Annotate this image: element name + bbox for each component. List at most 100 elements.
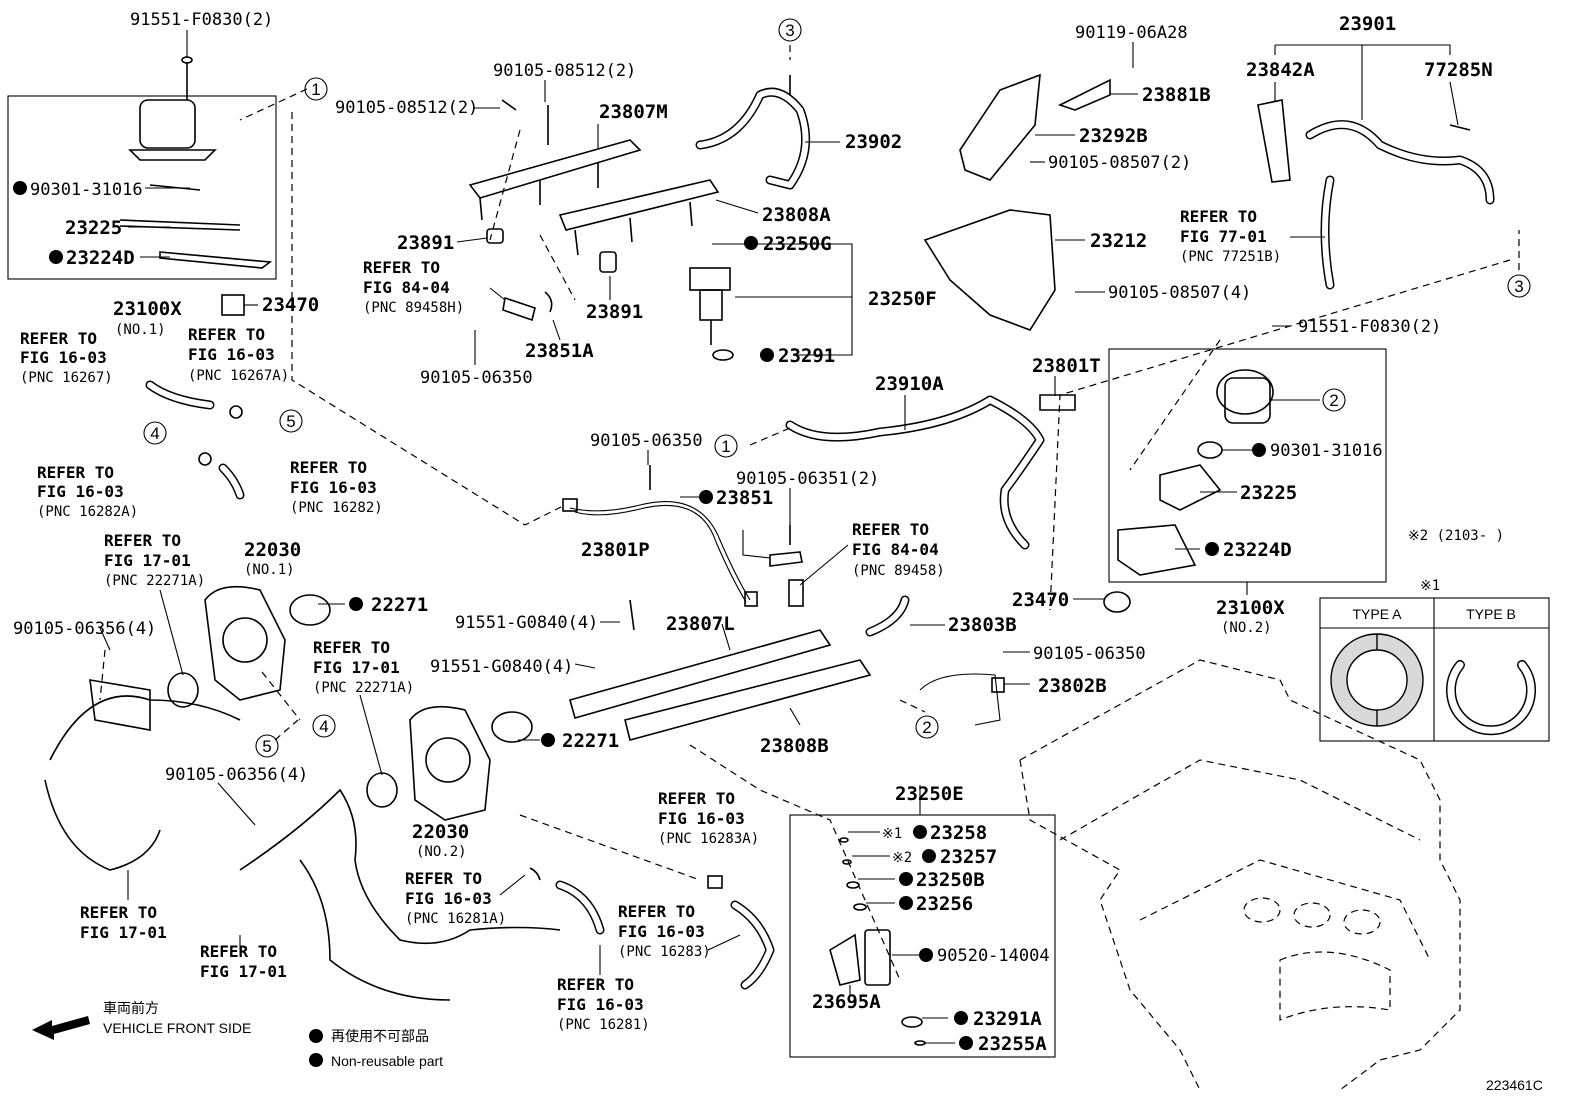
figure-id: 223461C [1486,1077,1543,1093]
svg-text:REFER TO: REFER TO [405,869,482,888]
note-x1-small: ※1 [882,826,902,842]
svg-text:REFER TO: REFER TO [1180,207,1257,226]
label-23901: 23901 [1339,13,1396,35]
box-23250e [789,814,1056,1058]
label-23807l: 23807L [666,613,735,635]
svg-text:(PNC 16281A): (PNC 16281A) [405,911,506,927]
label-23470-b: 23470 [1012,589,1069,611]
svg-text:REFER TO: REFER TO [80,903,157,922]
label-23851a: 23851A [525,340,594,362]
label-23910a: 23910A [875,373,944,395]
label-90105-06356-b: 90105-06356(4) [165,765,308,785]
label-23250g: 23250G [763,233,832,255]
label-90105-06356-a: 90105-06356(4) [13,619,156,639]
refer-16-03-16267: REFER TO FIG 16-03 (PNC 16267) [20,329,113,386]
svg-text:REFER TO: REFER TO [104,531,181,550]
svg-text:REFER TO: REFER TO [200,942,277,961]
svg-text:FIG 17-01: FIG 17-01 [200,962,287,981]
box-23100x-no1 [7,95,277,280]
engine-outline [1019,659,1461,1091]
svg-text:(PNC 16267): (PNC 16267) [20,370,113,386]
nonreuse-jp: 再使用不可部品 [331,1028,429,1044]
label-no1: (NO.1) [115,322,166,338]
refer-16-03-16281: REFER TO FIG 16-03 (PNC 16281) [557,975,650,1033]
injector-23250f [689,267,734,361]
label-23100x-no2: 23100X [1216,597,1285,619]
svg-text:FIG 17-01: FIG 17-01 [104,551,191,570]
label-23807m: 23807M [599,101,668,123]
svg-text:FIG 16-03: FIG 16-03 [405,889,492,908]
svg-text:(PNC 16281): (PNC 16281) [557,1017,650,1033]
refer-17-01-c: REFER TO FIG 17-01 [80,903,167,942]
svg-text:FIG 77-01: FIG 77-01 [1180,227,1267,246]
svg-text:REFER TO: REFER TO [658,789,735,808]
svg-text:2: 2 [922,718,931,737]
svg-text:REFER TO: REFER TO [37,463,114,482]
label-23100x-no1: 23100X [113,298,182,320]
callout-2-a: 2 [1322,388,1346,412]
refer-84-04-h: REFER TO FIG 84-04 (PNC 89458H) [363,258,464,316]
label-23801t: 23801T [1032,355,1101,377]
label-22030-no2: 22030 [412,821,469,843]
svg-text:REFER TO: REFER TO [313,638,390,657]
callout-3-a: 3 [778,18,802,42]
svg-text:REFER TO: REFER TO [188,325,265,344]
label-23801p: 23801P [581,539,650,561]
callout-1-a: 1 [304,77,328,101]
note-x2-2103: ※2 (2103- ) [1408,528,1504,544]
label-90105-08507-2: 90105-08507(2) [1048,153,1191,173]
svg-text:FIG 16-03: FIG 16-03 [37,482,124,501]
svg-text:(PNC 77251B): (PNC 77251B) [1180,249,1281,265]
label-23851: 23851 [716,487,773,509]
label-23258: 23258 [930,822,987,844]
label-23224d-b: 23224D [1223,539,1292,561]
label-91551-f0830-top: 91551-F0830(2) [130,10,273,30]
refer-16-03-16283a: REFER TO FIG 16-03 (PNC 16283A) [658,789,759,847]
label-23881b: 23881B [1142,84,1211,106]
label-90301-31016-b: 90301-31016 [1270,441,1383,461]
svg-text:5: 5 [286,412,295,431]
refer-16-03-16267a: REFER TO FIG 16-03 (PNC 16267A) [188,325,289,384]
svg-text:REFER TO: REFER TO [557,975,634,994]
label-23842a: 23842A [1246,59,1315,81]
refer-16-03-16283: REFER TO FIG 16-03 (PNC 16283) [618,902,711,960]
label-91551-g0840-b: 91551-G0840(4) [430,657,573,677]
vehicle-front-jp: 車両前方 [103,1000,159,1016]
svg-text:FIG 16-03: FIG 16-03 [290,478,377,497]
svg-text:FIG 16-03: FIG 16-03 [658,809,745,828]
callout-4-b: 4 [312,714,336,738]
svg-text:3: 3 [1514,277,1523,296]
svg-text:FIG 16-03: FIG 16-03 [20,348,107,367]
fuel-rail-23807l [569,599,872,741]
label-23212: 23212 [1090,230,1147,252]
label-23291: 23291 [778,345,835,367]
note-x2-small: ※2 [892,850,912,866]
svg-text:5: 5 [262,737,271,756]
label-23225-a: 23225 [65,217,122,239]
svg-text:1: 1 [311,80,320,99]
svg-text:FIG 84-04: FIG 84-04 [363,278,450,297]
label-23902: 23902 [845,131,902,153]
fuel-rail-23808a [558,179,720,256]
label-23808b: 23808B [760,735,829,757]
label-23891-a: 23891 [397,232,454,254]
label-91551-g0840-a: 91551-G0840(4) [455,613,598,633]
label-91551-f0830-right: 91551-F0830(2) [1298,317,1441,337]
svg-text:(PNC 16282): (PNC 16282) [290,500,383,516]
label-23225-b: 23225 [1240,482,1297,504]
refer-16-03-16282: REFER TO FIG 16-03 (PNC 16282) [290,458,383,516]
injector-set-23250e [829,837,926,1046]
label-90105-08512-a: 90105-08512(2) [493,61,636,81]
svg-text:FIG 16-03: FIG 16-03 [557,995,644,1014]
refer-17-01-b: REFER TO FIG 17-01 (PNC 22271A) [313,638,414,696]
label-90105-08512-b: 90105-08512(2) [335,98,478,118]
type-a-ring-icon [1330,633,1424,727]
refer-17-01-a: REFER TO FIG 17-01 (PNC 22271A) [104,531,205,589]
refer-77-01: REFER TO FIG 77-01 (PNC 77251B) [1180,207,1281,265]
svg-text:(PNC 16283): (PNC 16283) [618,944,711,960]
label-23803b: 23803B [948,614,1017,636]
label-90105-08507-4: 90105-08507(4) [1108,283,1251,303]
label-23891-b: 23891 [586,301,643,323]
